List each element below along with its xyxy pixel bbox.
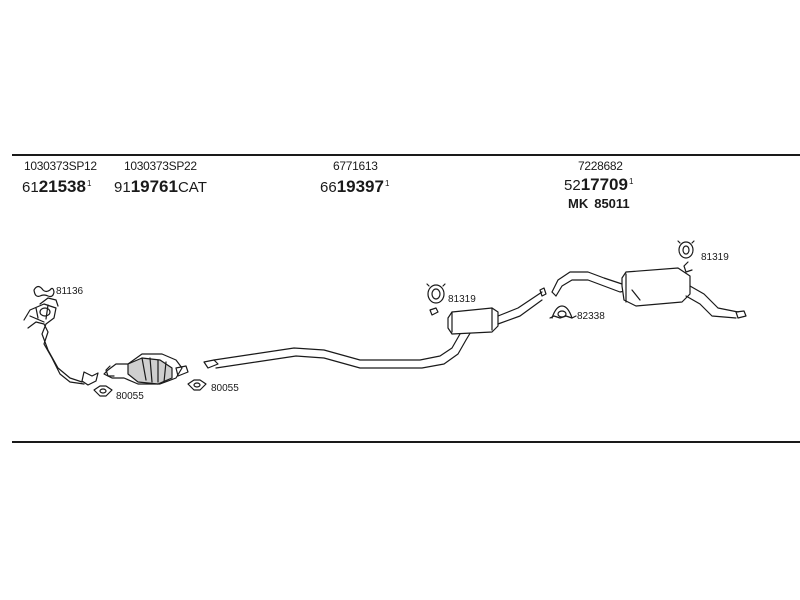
bottom-divider — [12, 441, 800, 443]
part-4-prefix: 52 — [564, 177, 581, 194]
intermediate-pipe-icon — [203, 307, 481, 369]
part-2-number: 9119761CAT — [114, 178, 207, 195]
part-2-prefix: 91 — [114, 179, 131, 196]
part-1-main: 21538 — [38, 177, 86, 196]
front-pipe-icon — [23, 297, 99, 386]
clamp-rear-icon — [549, 305, 577, 319]
part-3-reference: 6771613 — [333, 159, 378, 173]
part-1-sup: 1 — [86, 179, 92, 188]
part-3-number: 66193971 — [320, 178, 389, 195]
mounting-kit-code: 85011 — [594, 196, 630, 211]
hanger-rear-label: 81319 — [701, 252, 729, 263]
hanger-rear-icon — [677, 240, 695, 273]
part-2-main: 19761 — [130, 177, 178, 196]
rear-muffler-icon — [551, 267, 747, 319]
clamp-rear-label: 82338 — [577, 311, 605, 322]
part-3-main: 19397 — [336, 177, 384, 196]
part-4-sup: 1 — [628, 177, 634, 186]
gasket-1-icon — [93, 385, 113, 397]
hanger-mid-label: 81319 — [448, 294, 476, 305]
hanger-mid-icon — [426, 283, 446, 304]
part-2-reference: 1030373SP22 — [124, 159, 197, 173]
part-4-number: 52177091 — [564, 176, 633, 193]
part-4-reference: 7228682 — [578, 159, 623, 173]
part-3-prefix: 66 — [320, 179, 337, 196]
clamp-left-icon — [33, 285, 55, 298]
top-divider — [12, 154, 800, 156]
part-1-reference: 1030373SP12 — [24, 159, 97, 173]
mounting-kit-label: MK 85011 — [568, 197, 630, 210]
gasket-1-label: 80055 — [116, 391, 144, 402]
mounting-kit-prefix: MK — [568, 196, 589, 211]
part-1-prefix: 61 — [22, 179, 39, 196]
part-4-main: 17709 — [580, 175, 628, 194]
part-1-number: 61215381 — [22, 178, 91, 195]
part-2-suffix: CAT — [177, 179, 207, 196]
clamp-left-label: 81136 — [56, 286, 84, 297]
center-muffler-icon — [447, 287, 547, 335]
part-3-sup: 1 — [384, 179, 390, 188]
gasket-2-icon — [187, 379, 207, 391]
catalytic-converter-icon — [103, 353, 189, 385]
gasket-2-label: 80055 — [211, 383, 239, 394]
